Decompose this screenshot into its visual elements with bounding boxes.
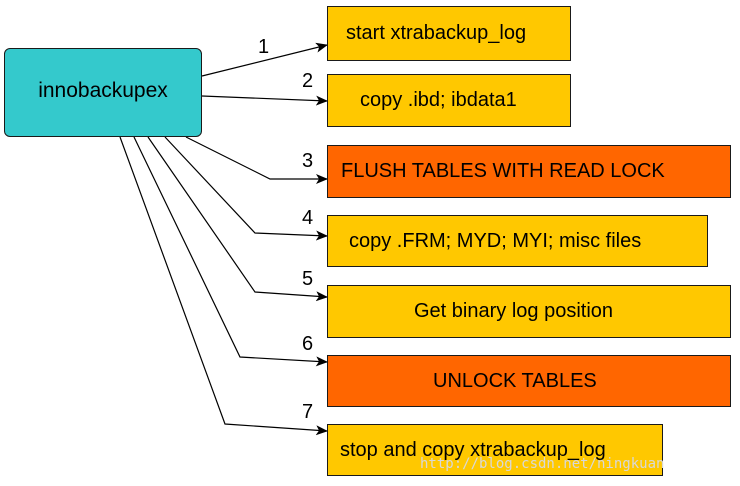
step-6-number: 6	[302, 333, 314, 355]
connector-5	[147, 136, 328, 302]
step-4-box: copy .FRM; MYD; MYI; misc files	[327, 215, 708, 267]
step-7-box: stop and copy xtrabackup_log	[327, 424, 663, 476]
step-5-label: Get binary log position	[414, 300, 614, 322]
step-5-number: 5	[302, 268, 314, 290]
step-3-number: 3	[302, 150, 314, 172]
step-4-label: copy .FRM; MYD; MYI; misc files	[349, 229, 642, 252]
innobackupex-node: innobackupex	[4, 48, 202, 137]
step-2-number: 2	[302, 70, 314, 92]
connector-2	[201, 95, 328, 106]
step-3-label: FLUSH TABLES WITH READ LOCK	[341, 160, 665, 182]
step-7-number: 7	[302, 401, 314, 423]
step-3-box: FLUSH TABLES WITH READ LOCK	[327, 145, 731, 198]
step-5-box: Get binary log position	[327, 285, 731, 338]
watermark-text: http://blog.csdn.net/ningkuan	[420, 456, 665, 472]
step-7-label: stop and copy xtrabackup_log	[340, 438, 606, 461]
connector-7	[119, 136, 328, 436]
step-6-box: UNLOCK TABLES	[327, 355, 731, 407]
connector-6	[133, 136, 328, 367]
connector-3	[185, 136, 328, 184]
step-2-box: copy .ibd; ibdata1	[327, 74, 571, 127]
connector-4	[164, 136, 328, 241]
step-6-label: UNLOCK TABLES	[433, 369, 597, 392]
step-1-box: start xtrabackup_log	[327, 6, 571, 61]
step-1-number: 1	[258, 36, 270, 58]
connector-1	[201, 42, 328, 77]
step-4-number: 4	[302, 207, 314, 229]
step-1-label: start xtrabackup_log	[346, 22, 527, 44]
innobackupex-label: innobackupex	[38, 78, 168, 102]
step-2-label: copy .ibd; ibdata1	[360, 89, 517, 111]
